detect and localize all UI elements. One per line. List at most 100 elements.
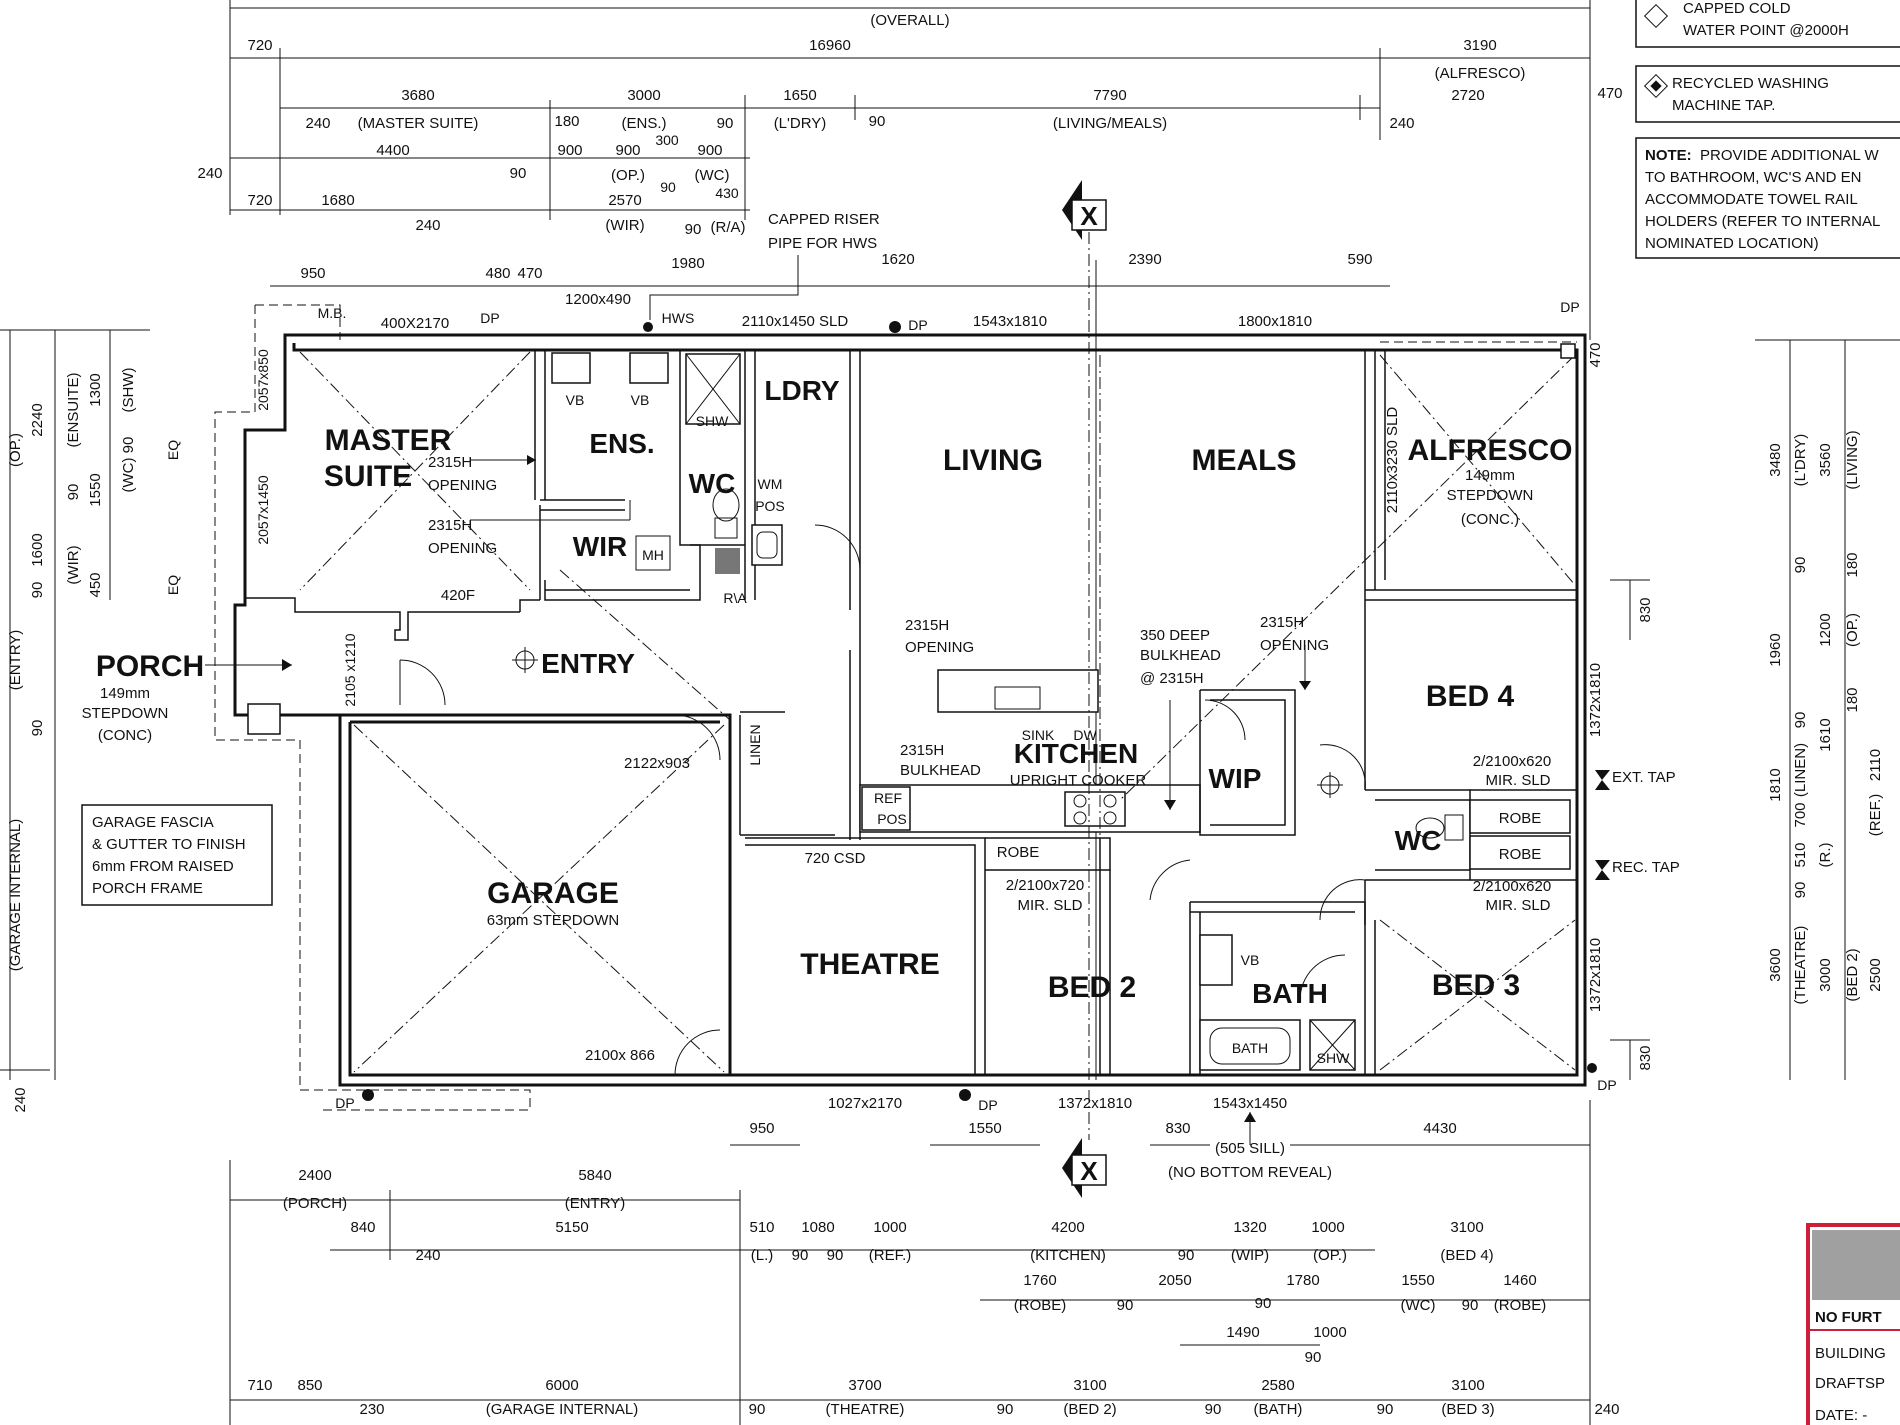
manhole (635, 535, 671, 571)
bdim-1000-c: 1000 (1313, 1324, 1346, 1341)
bdim-90-c: 90 (1178, 1247, 1195, 1264)
dim-240-c: 240 (415, 217, 440, 234)
bdim-950: 950 (749, 1120, 774, 1137)
bdim-l-label: (L.) (751, 1247, 774, 1264)
upright-cooker (1064, 791, 1126, 827)
sink-label: SINK (1022, 727, 1055, 743)
rdim-ref: (REF.) (1867, 794, 1884, 837)
room-alfresco: ALFRESCO (1408, 434, 1573, 467)
legend-cold-water-icon (1643, 3, 1669, 29)
title-block-row1: BUILDING (1815, 1345, 1886, 1362)
dim-16960: 16960 (809, 37, 851, 54)
dim-3000: 3000 (627, 87, 660, 104)
bdim-240: 240 (415, 1247, 440, 1264)
bottom-dimensions (229, 1100, 1591, 1425)
dim-90-c: 90 (510, 165, 527, 182)
bdim-90-j: 90 (1205, 1401, 1222, 1418)
ext-tap-icon (1595, 770, 1610, 790)
ldim-450: 450 (87, 572, 104, 597)
title-block-logo-area (1812, 1230, 1900, 1300)
rdim-1200: 1200 (1817, 613, 1834, 646)
wm-pos-label: POS (755, 498, 785, 514)
bdim-1320: 1320 (1233, 1219, 1266, 1236)
dim-240-b: 240 (1389, 115, 1414, 132)
ldim-90-a: 90 (65, 484, 82, 501)
room-porch: PORCH (96, 650, 204, 683)
room-ensuite: ENS. (589, 428, 654, 459)
bdim-3100-a: 3100 (1450, 1219, 1483, 1236)
bdim-bed3-label: (BED 3) (1441, 1401, 1494, 1418)
dim-590: 590 (1347, 251, 1372, 268)
note-line-2: TO BATHROOM, WC'S AND EN (1645, 169, 1862, 186)
note-box (1635, 137, 1900, 259)
bdim-4200: 4200 (1051, 1219, 1084, 1236)
room-wir: WIR (573, 531, 627, 562)
room-living: LIVING (943, 444, 1043, 477)
bdim-710: 710 (247, 1377, 272, 1394)
top-dimensions (229, 0, 1591, 1080)
bdim-kitchen-label: (KITCHEN) (1030, 1247, 1106, 1264)
porch-sub-1: 149mm (100, 685, 150, 702)
bdim-bed4-label: (BED 4) (1440, 1247, 1493, 1264)
kitchen-island (937, 669, 1099, 713)
bdim-1760: 1760 (1023, 1272, 1056, 1289)
rdim-180-a: 180 (1844, 552, 1861, 577)
room-garage: GARAGE (487, 877, 619, 910)
room-master-line1: MASTER (325, 424, 452, 457)
dim-7790: 7790 (1093, 87, 1126, 104)
ldim-1300: 1300 (87, 373, 104, 406)
bdim-porch-label: (PORCH) (283, 1195, 347, 1212)
bdim-3700: 3700 (848, 1377, 881, 1394)
building-walls (214, 304, 1597, 1111)
dim-720-b: 720 (247, 192, 272, 209)
rdim-470: 470 (1587, 342, 1604, 367)
title-block-row2: DRAFTSP (1815, 1375, 1885, 1392)
legend-cold-water-line2: WATER POINT @2000H (1683, 22, 1849, 39)
bdim-5840: 5840 (578, 1167, 611, 1184)
bdim-4430: 4430 (1423, 1120, 1456, 1137)
legend-washing-tap-box (1635, 65, 1900, 123)
opening-4-b: OPENING (1260, 637, 1329, 654)
rdim-ldry: (L'DRY) (1792, 434, 1809, 487)
note-line-4: HOLDERS (REFER TO INTERNAL (1645, 213, 1880, 230)
dim-overall-label: (OVERALL) (870, 12, 949, 29)
garage-note-box (81, 804, 273, 906)
hws-label: HWS (662, 310, 695, 326)
rdim-90-b: 90 (1792, 712, 1809, 729)
bdim-1490: 1490 (1226, 1324, 1259, 1341)
title-block-warning: NO FURT (1815, 1309, 1882, 1326)
ldim-entry: (ENTRY) (7, 630, 24, 691)
dim-2570: 2570 (608, 192, 641, 209)
room-wc-bath: WC (1395, 825, 1442, 856)
dp-label-5: DP (978, 1097, 997, 1113)
bdim-1460: 1460 (1503, 1272, 1536, 1289)
alfresco-sub-1: 149mm (1465, 467, 1515, 484)
bdim-850: 850 (297, 1377, 322, 1394)
ref-pos-label: POS (877, 811, 907, 827)
rdim-3560: 3560 (1817, 443, 1834, 476)
window-1372x1810-c: 1372x1810 (1058, 1095, 1132, 1112)
mir-sld-bed4-size: 2/2100x620 (1473, 753, 1551, 770)
dim-430: 430 (715, 185, 739, 201)
kitchen-sub: UPRIGHT COOKER (1010, 772, 1147, 789)
bdim-1000-b: 1000 (1311, 1219, 1344, 1236)
section-marker-top (1062, 180, 1107, 240)
manhole-label: MH (642, 547, 664, 563)
alfresco-sub-2: STEPDOWN (1447, 487, 1534, 504)
opening-3-b: OPENING (905, 639, 974, 656)
section-marker-bottom (1062, 1138, 1107, 1198)
title-block-row3: DATE: - (1815, 1407, 1867, 1424)
room-bed4: BED 4 (1426, 680, 1515, 713)
dim-2390: 2390 (1128, 251, 1161, 268)
bdim-entry-label: (ENTRY) (565, 1195, 626, 1212)
bdim-90-a: 90 (792, 1247, 809, 1264)
robe-bed3 (1469, 835, 1571, 870)
eq-label-1: EQ (165, 440, 181, 460)
bulkhead-2315-a: 2315H (900, 742, 944, 759)
window-1543x1450: 1543x1450 (1213, 1095, 1287, 1112)
note-line-5: NOMINATED LOCATION) (1645, 235, 1819, 252)
rdim-1960: 1960 (1767, 633, 1784, 666)
bath-vb-label: VB (1241, 952, 1260, 968)
section-marker-bottom-label: X (1080, 1156, 1098, 1186)
rec-tap-icon (1595, 860, 1610, 880)
